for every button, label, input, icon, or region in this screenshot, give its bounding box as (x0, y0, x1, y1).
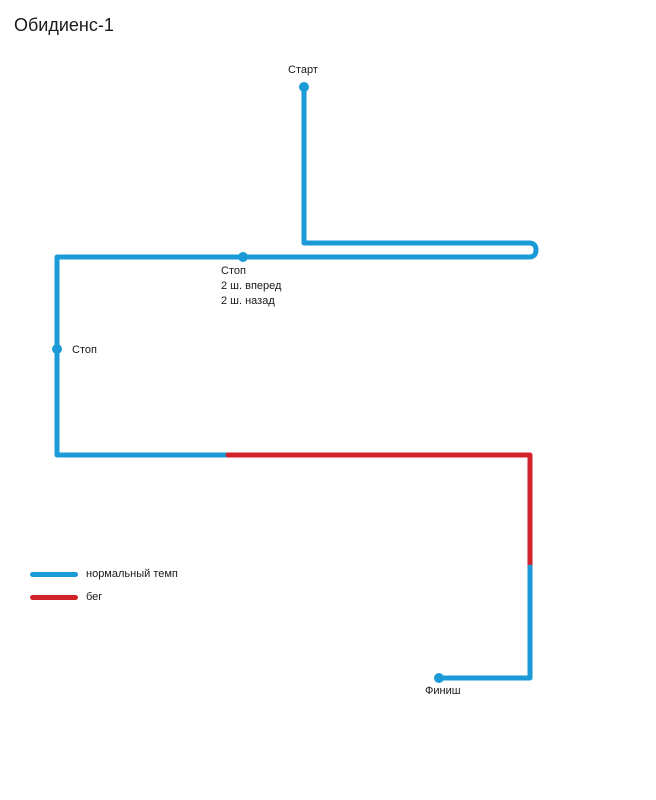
legend-item-run: бег (30, 589, 102, 605)
start-label: Старт (288, 64, 318, 76)
diagram-title: Обидиенс-1 (14, 15, 114, 35)
legend-label-normal: нормальный темп (86, 568, 178, 580)
stop-label-1-line2: 2 ш. вперед (221, 280, 282, 292)
legend-swatch-run (30, 594, 78, 600)
legend-swatch-normal (30, 571, 78, 577)
route-segment-normal-1 (54, 84, 539, 458)
stop-marker-1 (238, 252, 248, 262)
route-segment-normal-2 (436, 564, 533, 681)
finish-marker (434, 673, 444, 683)
stop-label-1: Стоп 2 ш. вперед 2 ш. назад (221, 264, 281, 309)
stop-marker-2 (52, 344, 62, 354)
start-marker (299, 82, 309, 92)
finish-label: Финиш (425, 685, 461, 697)
route-segment-run (225, 452, 533, 570)
stop-label-1-line3: 2 ш. назад (221, 295, 275, 307)
stop-label-2: Стоп (72, 344, 97, 356)
legend-item-normal: нормальный темп (30, 566, 178, 582)
legend-label-run: бег (86, 591, 103, 603)
stop-label-1-line1: Стоп (221, 265, 246, 277)
